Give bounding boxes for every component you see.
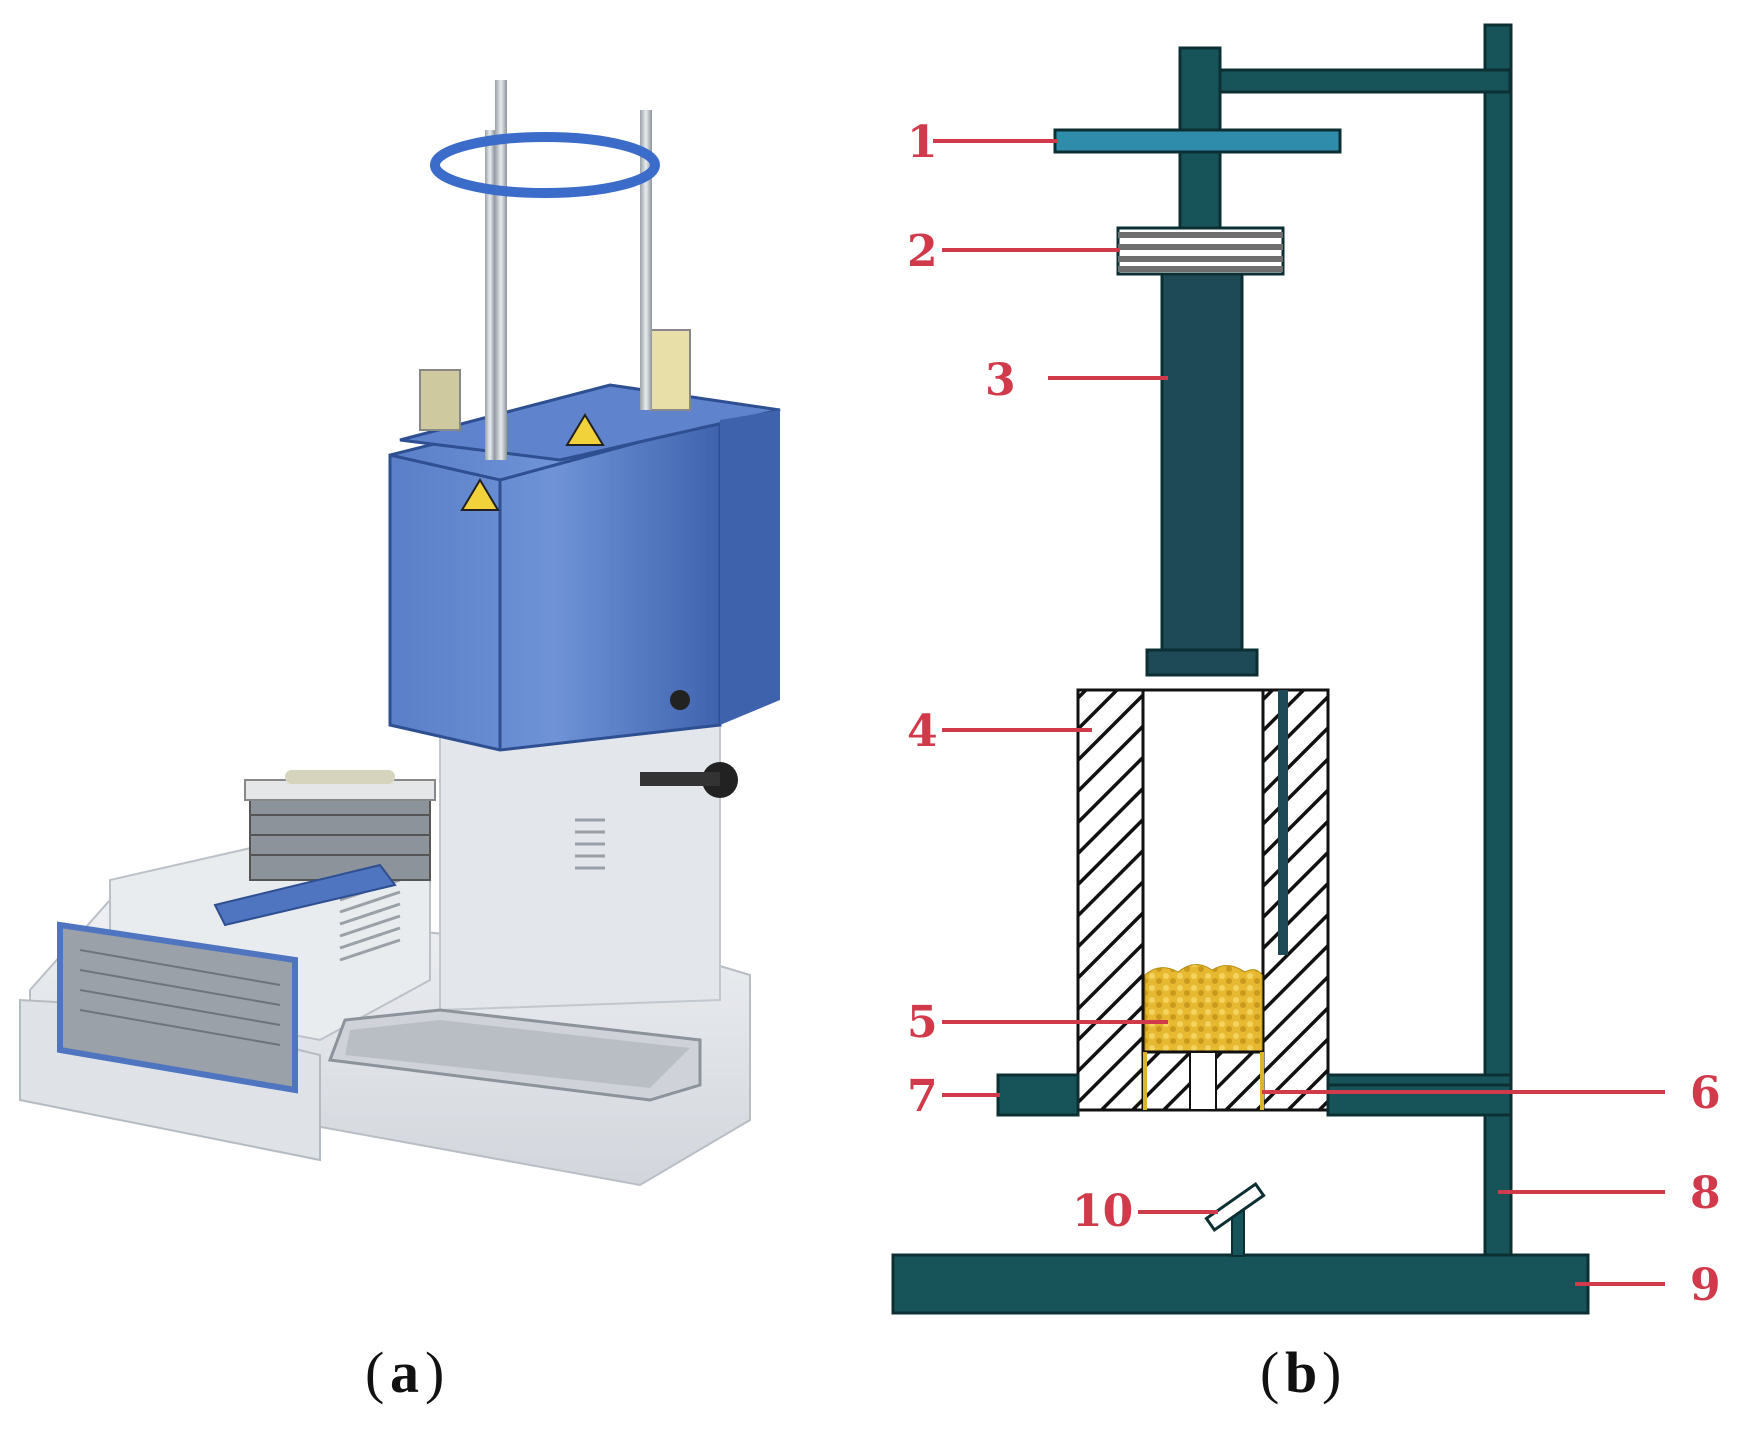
warning-icon	[565, 413, 605, 446]
caption-a-close: )	[425, 1340, 444, 1405]
device-illustration	[19, 80, 781, 1187]
callout-7: 7	[907, 1071, 938, 1122]
caption-a: ( a )	[365, 1340, 444, 1405]
callout-5: 5	[907, 997, 938, 1048]
callout-4: 4	[907, 706, 938, 757]
stand-base	[891, 1253, 1590, 1315]
weight-stack	[244, 770, 436, 881]
callout-6: 6	[1690, 1068, 1721, 1119]
top-crossbar	[1178, 68, 1512, 94]
callout-1: 1	[907, 117, 938, 168]
guide-rod	[640, 110, 652, 410]
support-arm-left	[996, 1073, 1080, 1117]
sample-granules	[1144, 964, 1263, 1053]
callout-10: 10	[1072, 1186, 1133, 1237]
schematic: 1 2 3 4 5 6 7 8 10 9	[891, 23, 1721, 1315]
loading-ring	[430, 132, 660, 198]
caption-b-letter: b	[1285, 1340, 1317, 1405]
callout-leaders	[933, 139, 1665, 1286]
callout-3: 3	[985, 355, 1016, 406]
piston-rod	[1160, 272, 1244, 656]
caption-b-close: )	[1322, 1340, 1341, 1405]
warning-icon	[460, 478, 500, 511]
weight-block	[1116, 226, 1285, 276]
piston-head	[1145, 648, 1259, 677]
caption-b: ( b )	[1260, 1340, 1341, 1405]
callout-2: 2	[907, 226, 938, 277]
caption-a-letter: a	[390, 1340, 419, 1405]
callout-8: 8	[1690, 1168, 1721, 1219]
guide-rod	[495, 80, 507, 460]
blue-tool	[213, 863, 397, 927]
die-orifice	[1189, 1051, 1217, 1111]
stand-pole	[1483, 23, 1513, 1257]
device-column	[439, 719, 721, 1012]
cutter-blade	[1204, 1181, 1266, 1233]
callout-9: 9	[1690, 1260, 1721, 1311]
caption-b-open: (	[1260, 1340, 1279, 1405]
barrel	[1076, 688, 1330, 1112]
loading-plate	[1053, 128, 1342, 154]
furnace	[388, 329, 781, 798]
caption-a-open: (	[365, 1340, 384, 1405]
